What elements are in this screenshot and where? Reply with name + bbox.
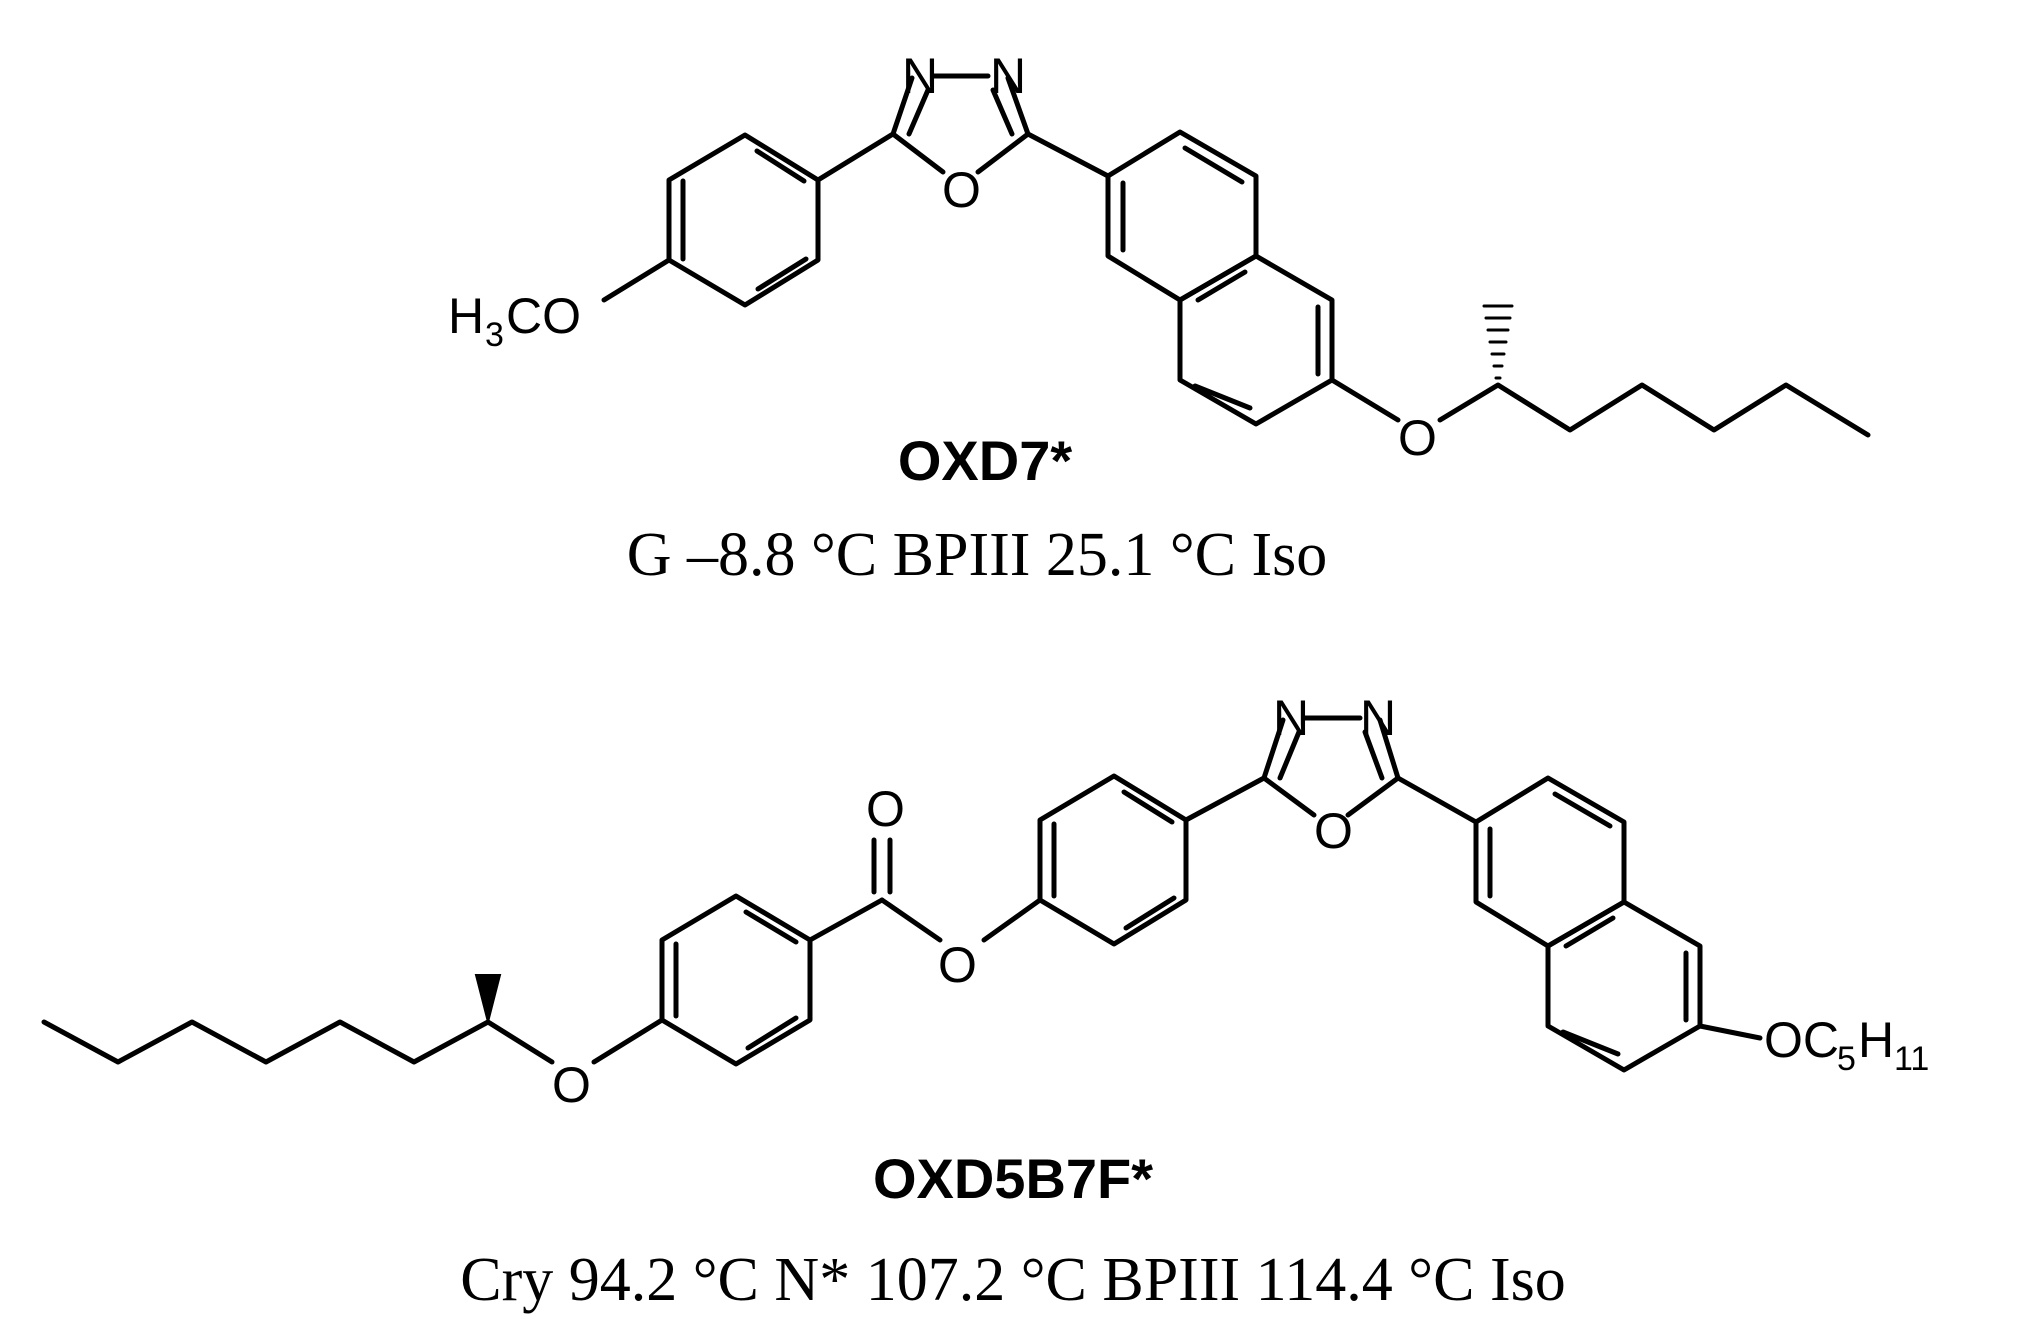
methoxy-co: CO [506,288,581,344]
pentoxy-subscript: 5 [1837,1040,1856,1078]
phenyl-ring-1 [666,132,821,308]
nitrogen-atom: N [1360,690,1396,746]
single-bond [601,257,672,303]
single-bond [1329,377,1401,423]
single-bond [807,897,885,943]
single-bond [981,897,1043,943]
molecule-oxd7: N N O H 3 CO O [448,48,1871,589]
naphthalene-1 [1105,129,1335,427]
pentoxy-subscript: 11 [1894,1040,1929,1078]
methoxy-h: H [448,288,484,344]
phase-sequence: G –8.8 °C BPIII 25.1 °C Iso [627,521,1328,589]
single-bond [815,131,896,183]
phase-sequence: Cry 94.2 °C N* 107.2 °C BPIII 114.4 °C I… [460,1246,1565,1314]
nitrogen-atom: N [1273,690,1309,746]
single-bond [1025,131,1111,179]
single-bond [1395,775,1479,825]
oxygen-atom: O [552,1057,591,1113]
phenyl-ring-3 [659,893,813,1067]
naphthalene-2 [1473,775,1703,1073]
pentoxy-oc: OC [1764,1012,1839,1068]
molecule-oxd5b7f: N N O O O O [41,690,1929,1314]
alkyl-chain-2 [41,974,555,1065]
methoxy-subscript: 3 [485,316,504,354]
oxadiazole-ring-1 [890,73,1031,175]
compound-label: OXD5B7F* [873,1147,1153,1210]
single-bond [591,1017,665,1065]
oxygen-atom: O [1398,410,1437,466]
phenyl-ring-2 [1037,773,1189,947]
oxygen-atom: O [1314,803,1353,859]
oxygen-atom: O [942,162,981,218]
oxygen-atom: O [866,781,905,837]
oxadiazole-ring-2 [1261,715,1401,818]
single-bond [1697,1023,1763,1041]
alkyl-chain-1 [1437,304,1871,438]
nitrogen-atom: N [990,48,1026,104]
single-bond [879,897,943,943]
single-bond [1183,775,1267,823]
compound-label: OXD7* [898,429,1072,492]
oxygen-atom: O [938,937,977,993]
pentoxy-h: H [1858,1012,1894,1068]
nitrogen-atom: N [902,48,938,104]
